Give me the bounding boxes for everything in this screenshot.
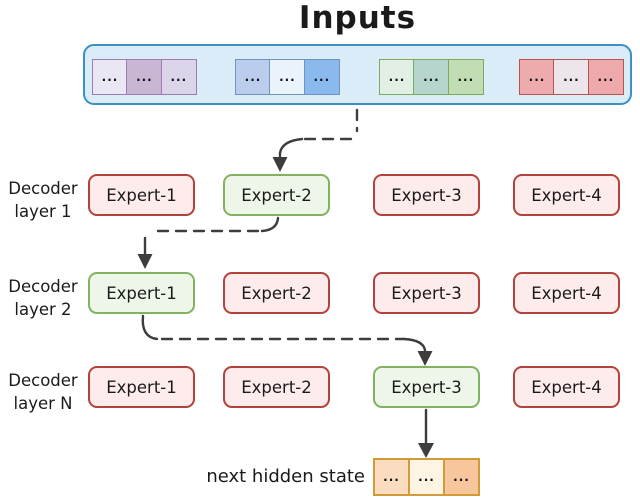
token-cell: ...	[126, 59, 163, 95]
expert-box-expert-3: Expert-3	[373, 272, 480, 314]
decoder-layer-label: Decoder layer N	[2, 369, 84, 415]
expert-box-expert-3: Expert-3	[373, 174, 480, 216]
token-cell: ...	[519, 59, 555, 95]
label-line: layer 2	[14, 300, 72, 319]
purple-token-group: .........	[92, 59, 197, 95]
token-cell: ...	[413, 59, 450, 95]
decoder-layer-row-1: Decoder layer 1 Expert-1 Expert-2 Expert-3 Ex…	[0, 174, 640, 221]
expert-box-expert-2: Expert-2	[223, 272, 330, 314]
token-cell: ...	[269, 59, 306, 95]
next-hidden-state-label: next hidden state	[206, 466, 365, 487]
output-arrow	[418, 408, 434, 458]
expert-box-expert-3-selected: Expert-3	[373, 366, 480, 408]
decoder-layer-row-3: Decoder layer N Expert-1 Expert-2 Expert-3 Ex…	[0, 366, 640, 413]
expert-box-expert-4: Expert-4	[513, 174, 620, 216]
token-cell: ...	[303, 59, 340, 95]
label-line: layer 1	[14, 202, 72, 221]
expert-box-expert-1: Expert-1	[88, 174, 195, 216]
hidden-state-cell: ...	[373, 458, 410, 496]
diagram-title: Inputs	[298, 0, 417, 36]
token-cell: ...	[235, 59, 271, 95]
routing-arrow-layer2-to-layerN	[141, 314, 433, 366]
decoder-layer-label: Decoder layer 1	[2, 177, 84, 223]
routing-arrow-layer1-to-layer2	[137, 216, 280, 269]
token-cell: ...	[160, 59, 197, 95]
expert-box-expert-2: Expert-2	[223, 366, 330, 408]
expert-box-expert-4: Expert-4	[513, 272, 620, 314]
token-cell: ...	[92, 59, 128, 95]
decoder-layer-row-2: Decoder layer 2 Expert-1 Expert-2 Expert-3 Ex…	[0, 272, 640, 319]
token-cell: ...	[553, 59, 590, 95]
label-line: Decoder	[8, 179, 78, 198]
expert-box-expert-1: Expert-1	[88, 366, 195, 408]
token-cell: ...	[379, 59, 415, 95]
token-cell: ...	[587, 59, 624, 95]
inputs-container: ....................................	[83, 44, 632, 105]
token-cell: ...	[447, 59, 484, 95]
red-token-group: .........	[519, 59, 624, 95]
hidden-state-cell: ...	[408, 458, 445, 496]
routing-arrow-inputs-to-layer1	[272, 108, 359, 172]
label-line: Decoder	[8, 371, 78, 390]
blue-token-group: .........	[235, 59, 340, 95]
green-token-group: .........	[379, 59, 484, 95]
expert-box-expert-4: Expert-4	[513, 366, 620, 408]
hidden-state-cell: ...	[443, 458, 480, 496]
label-line: layer N	[13, 394, 73, 413]
expert-box-expert-2-selected: Expert-2	[223, 174, 330, 216]
expert-box-expert-1-selected: Expert-1	[88, 272, 195, 314]
label-line: Decoder	[8, 277, 78, 296]
next-hidden-state-cells: .........	[373, 458, 480, 496]
decoder-layer-label: Decoder layer 2	[2, 275, 84, 321]
